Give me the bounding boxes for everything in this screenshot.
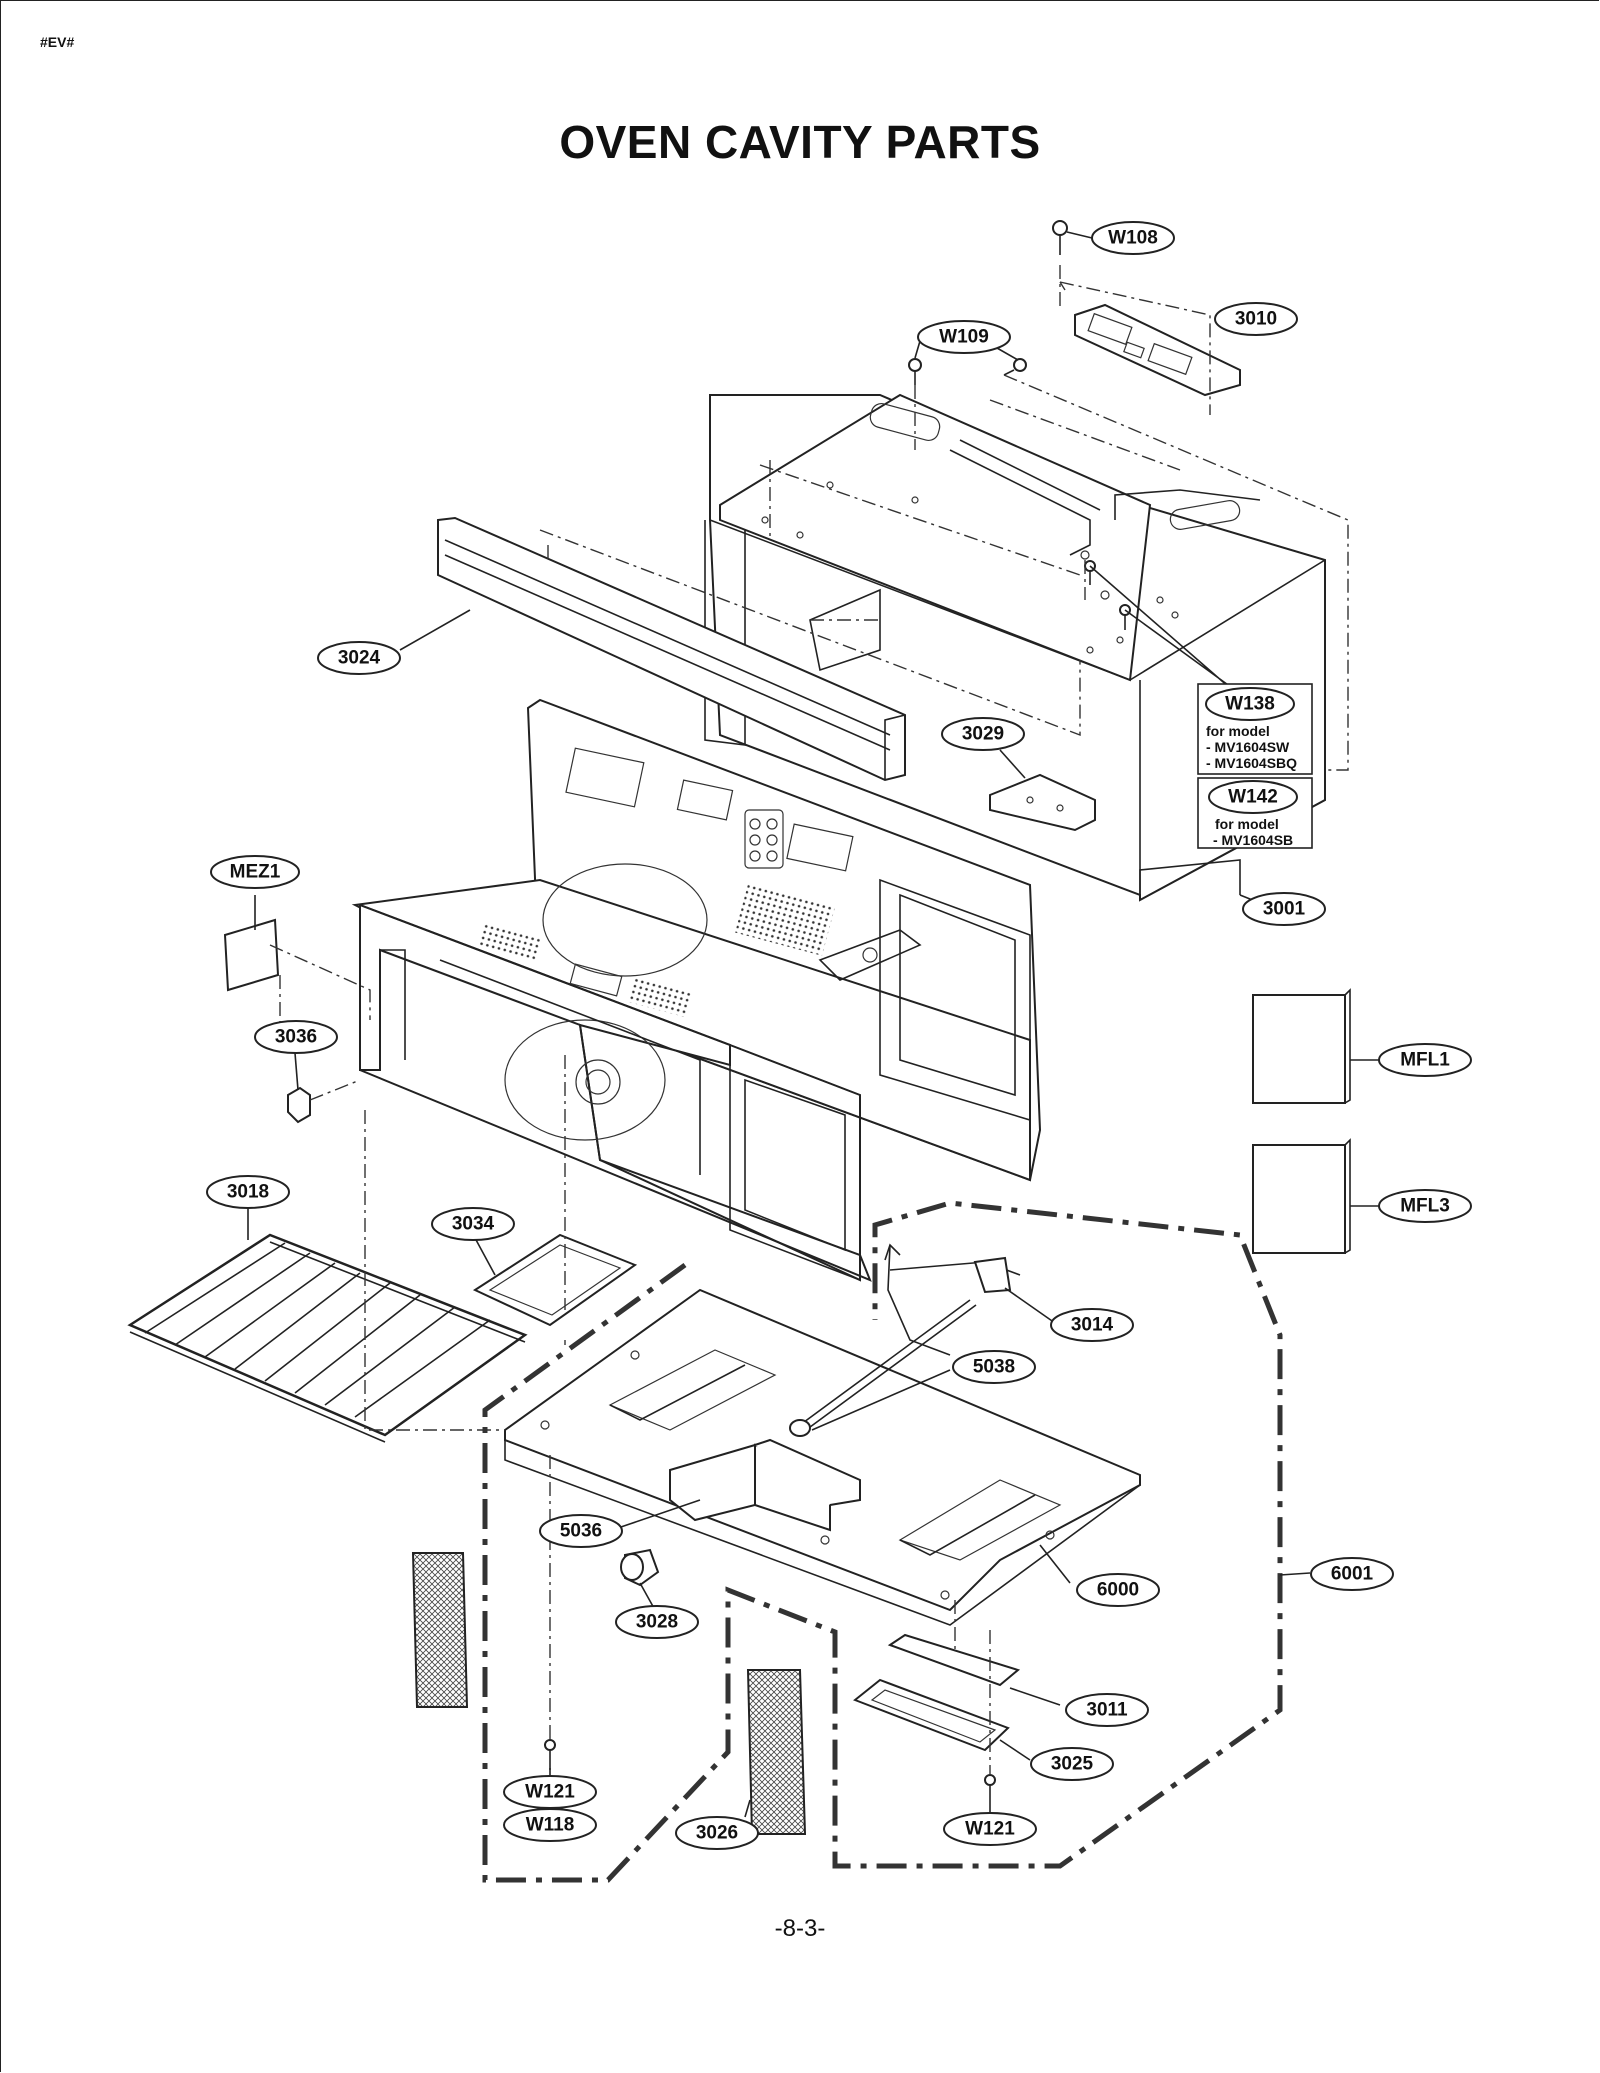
vent-grille-3024 [437,516,906,782]
callout-3024: 3024 [317,641,401,675]
svg-text:MEZ1: MEZ1 [230,862,281,883]
callout-3034: 3034 [431,1207,515,1241]
lamp-cover-3011 [887,1633,1021,1687]
callout-3011: 3011 [1065,1693,1149,1727]
page-number: -8-3- [774,1915,826,1942]
svg-text:W142: W142 [1228,787,1278,808]
sensor-5038 [789,1299,977,1437]
callout-3025: 3025 [1030,1747,1114,1781]
callout-5038: 5038 [952,1350,1036,1384]
callout-3026: 3026 [675,1816,759,1850]
screw-w108 [1052,220,1068,255]
outer-case-3001 [704,393,1326,902]
rack-3018 [127,1233,528,1443]
svg-text:MFL1: MFL1 [1400,1050,1450,1071]
note-w138-line1: for model [1206,723,1270,739]
lamp-housing-3025 [853,1678,1010,1752]
callout-w121-left: W121 [503,1775,597,1809]
callout-6001: 6001 [1310,1557,1394,1591]
harness-3014 [884,1243,1021,1356]
page-title: OVEN CAVITY PARTS [559,116,1041,168]
callout-3001: 3001 [1242,892,1326,926]
callout-w121-right: W121 [943,1812,1037,1846]
note-w138-line2: - MV1604SW [1206,739,1290,755]
svg-text:6000: 6000 [1097,1580,1139,1601]
callout-mfl3: MFL3 [1378,1189,1472,1223]
svg-text:5038: 5038 [973,1357,1015,1378]
svg-text:W118: W118 [526,1815,575,1836]
svg-text:W108: W108 [1108,228,1158,249]
callout-3036: 3036 [254,1020,338,1054]
screw-w121-right [984,1774,996,1800]
svg-text:W138: W138 [1225,694,1275,715]
callout-w118: W118 [503,1808,597,1842]
manual-mfl1 [1252,988,1351,1104]
label-sheet-mez1 [223,918,280,992]
svg-text:6001: 6001 [1331,1564,1374,1585]
screw-w109-right [1003,358,1027,376]
svg-text:3029: 3029 [962,724,1004,745]
callout-w108: W108 [1091,221,1175,255]
callout-w109: W109 [917,320,1011,354]
note-w142-line2: - MV1604SB [1213,832,1293,848]
document-code: #EV# [40,34,75,50]
bracket-3010 [1074,303,1241,397]
tray-3034 [472,1233,638,1327]
svg-text:3025: 3025 [1051,1754,1094,1775]
assembly-lines [269,265,1349,1775]
callout-3010: 3010 [1214,302,1298,336]
callout-mez1: MEZ1 [210,855,300,889]
filter-3026 [746,1669,807,1835]
callout-3018: 3018 [206,1175,290,1209]
oven-cavity [351,698,1042,1282]
callout-3014: 3014 [1050,1308,1134,1342]
manual-mfl3 [1252,1138,1351,1254]
filter-left [411,1552,469,1708]
lamp-socket-3028 [620,1548,660,1587]
note-w138-line3: - MV1604SBQ [1206,755,1297,771]
svg-text:MFL3: MFL3 [1400,1196,1450,1217]
svg-text:3024: 3024 [338,648,381,669]
callout-w142: W142 [1208,780,1298,814]
bracket-3029 [989,773,1096,832]
svg-text:3011: 3011 [1086,1700,1128,1721]
svg-text:5036: 5036 [560,1521,602,1542]
svg-text:3034: 3034 [452,1214,495,1235]
callout-3028: 3028 [615,1605,699,1639]
svg-text:3001: 3001 [1263,899,1306,920]
leader-lines [247,231,1380,1818]
svg-text:3036: 3036 [275,1027,317,1048]
svg-text:W109: W109 [939,327,989,348]
callout-mfl1: MFL1 [1378,1043,1472,1077]
screw-w121-left [544,1739,556,1770]
svg-text:W121: W121 [525,1782,575,1803]
callout-5036: 5036 [539,1514,623,1548]
svg-text:3028: 3028 [636,1612,678,1633]
note-w142-line1: for model [1215,816,1279,832]
callout-6000: 6000 [1076,1573,1160,1607]
callout-w138: W138 [1205,687,1295,721]
svg-text:3026: 3026 [696,1823,738,1844]
svg-text:3014: 3014 [1071,1315,1114,1336]
svg-text:3010: 3010 [1235,309,1277,330]
callout-3029: 3029 [941,717,1025,751]
svg-text:W121: W121 [965,1819,1015,1840]
assembly-outline-6001 [482,1200,1283,1883]
base-plate-6000 [504,1288,1141,1626]
screw-w109-left [908,358,922,385]
clip-3036 [287,1086,311,1124]
svg-text:3018: 3018 [227,1182,269,1203]
